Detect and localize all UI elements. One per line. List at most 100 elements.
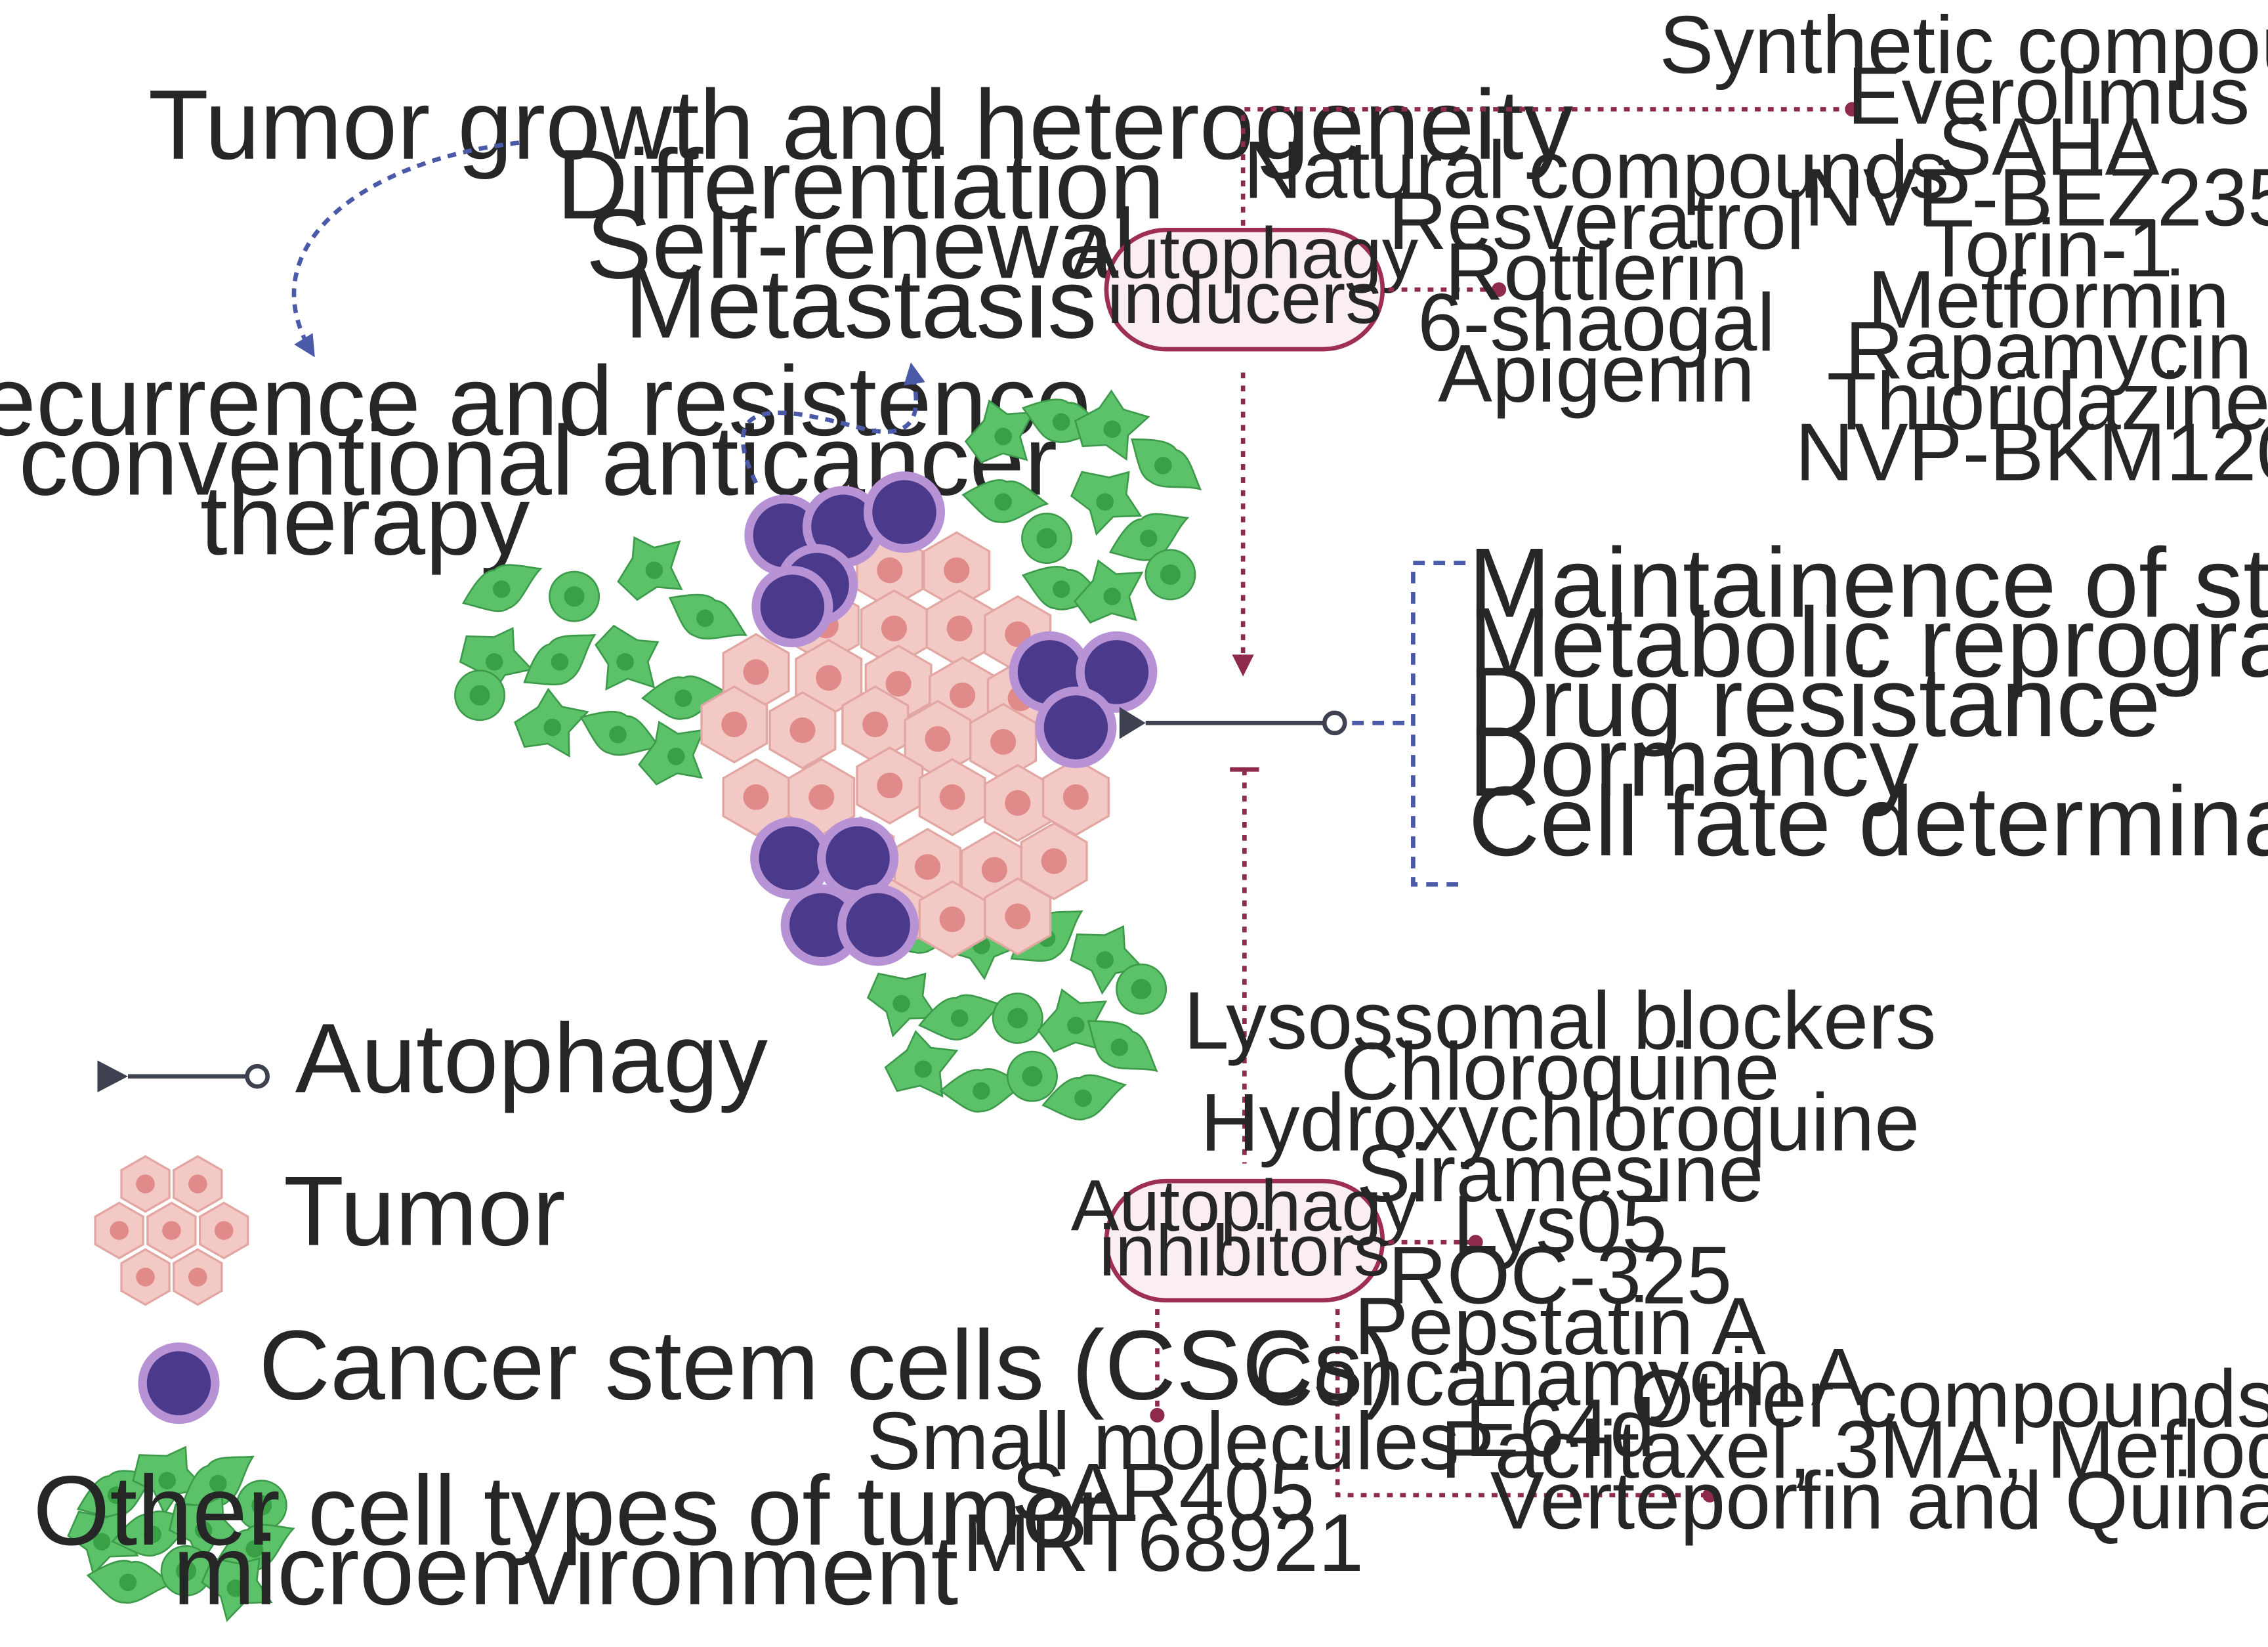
cancer-stem-cell	[1035, 686, 1117, 769]
lysosomal-blocker: Concanamycin A	[1255, 1332, 1866, 1422]
natural-compounds-title: Natural compounds	[1244, 125, 1950, 216]
inhibitors-label-line: Autophagy	[1071, 1166, 1419, 1247]
synthetic-compound: Rapamycin	[1845, 305, 2252, 396]
synthetic-compound: SAHA	[1938, 102, 2160, 192]
autophagy-roles-list: Maintainence of stemness Metabolic repro…	[1469, 528, 2268, 876]
microenvironment-cell	[884, 1030, 959, 1098]
tumor-cell	[120, 1248, 171, 1306]
connector-dot	[1468, 1235, 1483, 1250]
small-molecules-title: Small molecules	[867, 1396, 1460, 1487]
microenvironment-cell	[1074, 389, 1150, 461]
microenvironment-cell	[67, 1510, 139, 1576]
csc-functions-text: Tumor growth and heterogeneity Different…	[148, 70, 1574, 358]
synthetic-compound: Thioridazine	[1827, 356, 2268, 447]
legend: Autophagy Tumor Cancer stem cells (CSCs)…	[33, 1003, 1396, 1625]
legend-autophagy-symbol	[97, 1060, 270, 1093]
role-item: Cell fate determination	[1469, 766, 2268, 876]
microenvironment-cell	[1116, 963, 1167, 1015]
microenvironment-cell	[168, 1495, 243, 1565]
lysosomal-blocker: Chloroquine	[1341, 1027, 1780, 1117]
function-line: Metastasis	[625, 248, 1097, 358]
synthetic-compound: Everolimus	[1847, 51, 2250, 142]
microenvironment-cell	[523, 633, 597, 686]
microenvironment-cell	[961, 479, 1049, 523]
microenvironment-cell	[617, 536, 683, 601]
roles-bracket	[1411, 561, 1466, 887]
cancer-stem-cell	[780, 884, 862, 966]
lysosomal-blockers-list: Lysossomal blockers Chloroquine Hydroxyc…	[1184, 976, 1937, 1474]
microenvironment-cell	[459, 627, 534, 697]
connector-dot	[1491, 282, 1507, 297]
microenvironment-cell	[201, 1557, 273, 1622]
natural-compound: Apigenin	[1438, 329, 1755, 419]
microenvironment-cell	[668, 593, 748, 640]
role-item: Dormancy	[1469, 706, 1920, 817]
microenvironment-cell	[1087, 1020, 1158, 1073]
tumor-cell	[120, 1155, 171, 1213]
cancer-stem-cell	[751, 566, 833, 648]
autophagy-inducers-pill: Autophagy inducers	[1071, 213, 1419, 352]
curved-arrow-to-functions	[740, 362, 925, 484]
role-item: Maintainence of stemness	[1469, 528, 2268, 638]
microenvironment-cell	[461, 564, 543, 612]
tumor-cell	[841, 685, 910, 764]
inhibitors-to-other-connector	[1335, 1309, 1704, 1498]
autophagy-inhibitors-pill: Autophagy inhibitors	[1071, 1166, 1419, 1303]
connector-dot	[1150, 1407, 1165, 1422]
microenvironment-cell	[638, 720, 705, 786]
function-line: Differentiation	[556, 129, 1165, 240]
legend-tumor-icon	[94, 1155, 249, 1306]
inducers-label-line: inducers	[1107, 258, 1382, 339]
inducers-label-line: Autophagy	[1071, 213, 1419, 293]
function-line: Self-renewal	[586, 188, 1135, 299]
tumor-cell	[925, 589, 994, 668]
legend-microenvironment-icon	[67, 1445, 295, 1622]
inhibition-bar	[1230, 767, 1259, 1164]
other-compound: Paclitaxel, 3MA, Mefloquine,	[1440, 1405, 2268, 1495]
connector-dot	[1845, 102, 1860, 117]
tumor-cell	[700, 685, 768, 764]
small-molecule: SAR405	[1011, 1447, 1314, 1537]
lysosomal-blockers-title: Lysossomal blockers	[1184, 976, 1937, 1067]
legend-other-line: Other cell types of tumor	[33, 1455, 1110, 1566]
microenvironment-cell	[1041, 1074, 1127, 1121]
tumor-cell	[173, 1248, 223, 1306]
microenvironment-cell	[1006, 1050, 1058, 1102]
role-item: Metabolic reprogramming	[1469, 587, 2268, 697]
tumor-cell	[94, 1201, 144, 1260]
lysosomal-blocker: E64d	[1465, 1383, 1655, 1474]
tumor-cell	[198, 1201, 249, 1260]
synthetic-compounds-list: Synthetic compounds Everolimus SAHA NVP-…	[1659, 0, 2268, 498]
microenvironment-cell	[595, 624, 660, 691]
microenvironment-cell	[964, 399, 1035, 464]
tumor-cell	[856, 746, 924, 825]
microenvironment-cell	[1037, 988, 1108, 1053]
microenvironment-cell	[454, 670, 506, 721]
natural-compounds-list: Natural compounds Resveratrol Rottlerin …	[1244, 125, 1950, 419]
microenvironment-cell	[1021, 513, 1073, 564]
tumor-cell	[984, 763, 1052, 842]
legend-tumor-label: Tumor	[284, 1156, 566, 1266]
synthetic-compound: NVP-BEZ235	[1804, 153, 2268, 244]
other-compounds-title: Other compounds	[1630, 1354, 2268, 1445]
cancer-stem-cell	[817, 817, 899, 899]
tumor-cell	[923, 531, 991, 610]
lysosomal-blocker: ROC-325	[1388, 1230, 1732, 1321]
function-line: Tumor growth and heterogeneity	[148, 70, 1574, 180]
cancer-stem-cell	[837, 884, 919, 966]
cancer-stem-cell	[750, 817, 832, 899]
synthetic-compound: Torin-1	[1924, 203, 2173, 294]
microenvironment-cell	[514, 687, 589, 758]
microenvironment-cell	[917, 994, 1003, 1040]
natural-compound: Resveratrol	[1388, 176, 1804, 267]
tumor-cell	[904, 700, 972, 779]
microenvironment-cell	[1073, 559, 1144, 624]
microenvironment-cell	[992, 993, 1043, 1044]
synthetic-compound: NVP-BKM120	[1795, 407, 2268, 498]
synthetic-compounds-title: Synthetic compounds	[1659, 0, 2268, 91]
microenvironment-cell	[866, 972, 939, 1038]
legend-csc-label: Cancer stem cells (CSCs)	[259, 1310, 1395, 1421]
lysosomal-blocker: Siramesine	[1356, 1128, 1763, 1219]
